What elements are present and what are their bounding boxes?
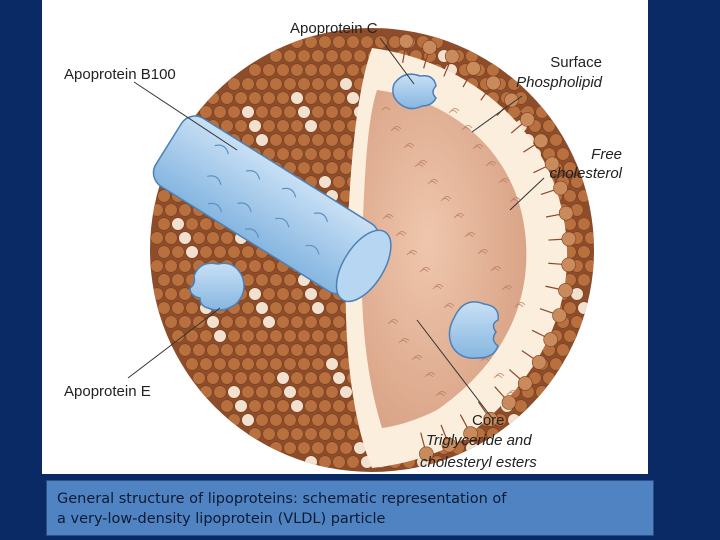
apoprotein-b100-shape — [152, 115, 392, 303]
apoprotein-e-shape — [189, 262, 245, 311]
label-surface: Surface — [550, 54, 602, 71]
label-triglyceride: Triglyceride and — [426, 432, 532, 449]
label-cholesterol: cholesterol — [549, 165, 622, 182]
label-core: Core — [472, 412, 505, 429]
label-phospholipid: Phospholipid — [516, 74, 602, 91]
label-apoprotein-c: Apoprotein C — [290, 20, 378, 37]
caption-line-1: General structure of lipoproteins: schem… — [57, 491, 507, 507]
figure-caption: General structure of lipoproteins: schem… — [46, 480, 654, 536]
label-apoprotein-b100: Apoprotein B100 — [64, 66, 176, 83]
caption-line-2: a very-low-density lipoprotein (VLDL) pa… — [57, 511, 386, 527]
label-cholesteryl-esters: cholesteryl esters — [420, 454, 537, 471]
leader-lines — [127, 37, 545, 419]
label-apoprotein-e: Apoprotein E — [64, 383, 151, 400]
apoprotein-right-shape — [448, 301, 499, 359]
label-free: Free — [591, 146, 622, 163]
vldl-particle-illustration — [127, 28, 594, 472]
vldl-diagram: Apoprotein C Apoprotein B100 Surface Pho… — [42, 0, 648, 474]
apoprotein-c-shape — [392, 73, 437, 110]
